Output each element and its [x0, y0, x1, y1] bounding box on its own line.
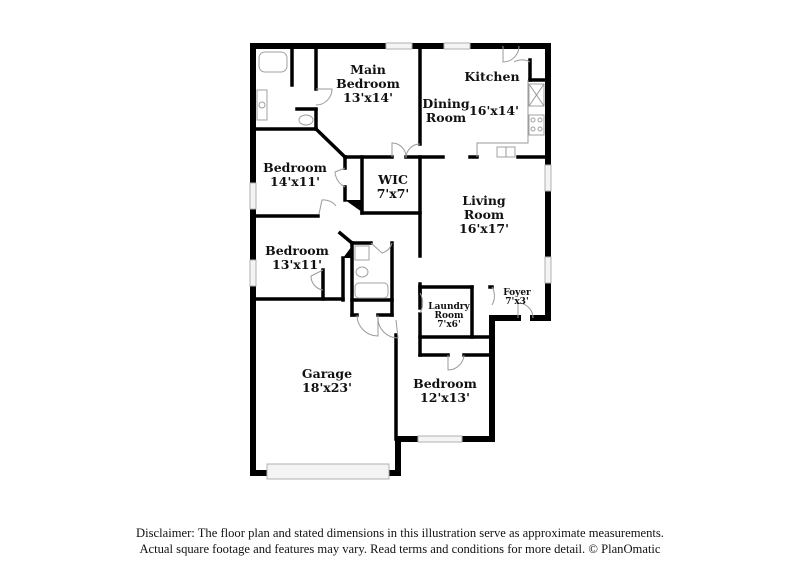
door-swing	[391, 142, 407, 158]
bedroom-3-dims: 13'x11'	[272, 257, 322, 272]
wic-dims: 7'x7'	[377, 186, 410, 201]
disclaimer-line-2: Actual square footage and features may v…	[139, 542, 661, 556]
living-room-label: Living	[462, 193, 506, 208]
wic-label: WIC	[377, 172, 408, 187]
door-swing	[315, 88, 333, 106]
door-swing	[370, 242, 393, 254]
bathtub	[258, 51, 288, 73]
window	[544, 164, 552, 192]
door-swing	[419, 292, 424, 314]
sink	[258, 101, 266, 109]
disclaimer: Disclaimer: The floor plan and stated di…	[0, 525, 800, 557]
window	[249, 182, 257, 210]
kitchen-dining-dims: 16'x14'	[469, 103, 519, 118]
bedroom-3-label: Bedroom	[265, 243, 329, 258]
foyer-label: Foyer	[503, 288, 531, 298]
bedroom-2-label: Bedroom	[263, 160, 327, 175]
door-swing	[447, 354, 465, 371]
disclaimer-line-1: Disclaimer: The floor plan and stated di…	[136, 526, 664, 540]
foyer-dims: 7'x3'	[505, 297, 528, 307]
toilet	[355, 266, 369, 278]
door-swing	[356, 314, 379, 337]
main-bedroom-dims: 13'x14'	[343, 90, 393, 105]
dining-room-label: Dining	[422, 96, 470, 111]
room-labels: Main Bedroom 13'x14' Kitchen Dining Room…	[263, 62, 531, 405]
door-swing	[491, 286, 495, 306]
vanity	[354, 245, 370, 261]
window	[443, 42, 471, 50]
garage-dims: 18'x23'	[302, 380, 352, 395]
fixtures	[256, 51, 545, 299]
living-room-label: Room	[464, 207, 504, 222]
laundry-room-label: Room	[434, 311, 463, 321]
door-swing	[502, 45, 520, 63]
bathtub	[354, 282, 389, 299]
kitchen-label: Kitchen	[464, 69, 519, 84]
window	[417, 435, 463, 443]
window	[544, 256, 552, 284]
laundry-room-dims: 7'x6'	[437, 320, 460, 330]
living-room-dims: 16'x17'	[459, 221, 509, 236]
door-swing	[377, 317, 399, 339]
wall-fill	[345, 200, 362, 212]
wall-fill	[343, 246, 352, 258]
doors	[310, 45, 534, 371]
window	[385, 42, 413, 50]
bedroom-4-dims: 12'x13'	[420, 390, 470, 405]
laundry-room-label: Laundry	[428, 302, 470, 312]
dining-room-label: Room	[426, 110, 466, 125]
bedroom-2-dims: 14'x11'	[270, 174, 320, 189]
door-swing	[310, 269, 324, 291]
interior-walls	[251, 44, 550, 441]
main-bedroom-label: Main	[350, 62, 386, 77]
door-swing	[334, 167, 346, 188]
garage-door	[266, 463, 390, 480]
garage-label: Garage	[302, 366, 352, 381]
door-swing	[513, 59, 531, 63]
main-bedroom-label: Bedroom	[336, 76, 400, 91]
bedroom-4-label: Bedroom	[413, 376, 477, 391]
windows	[249, 42, 552, 480]
entry-door	[517, 302, 534, 319]
door-swing	[318, 199, 337, 215]
window	[249, 259, 257, 287]
toilet	[298, 114, 314, 126]
range	[528, 114, 545, 136]
